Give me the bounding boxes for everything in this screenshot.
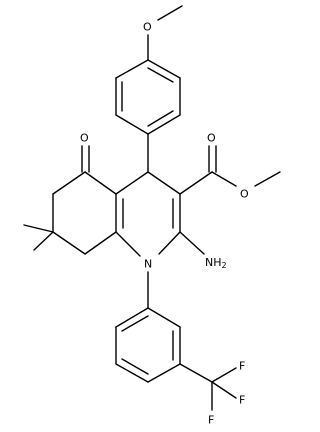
atom-ketone-oxygen: O [80,132,89,145]
bond-c8-c8a [84,231,117,255]
amine-subscript: 2 [222,261,227,270]
bond-anisole-3 [147,114,181,135]
bond-oether-methyl [254,171,281,187]
bond-cf3ph-1 [147,307,181,328]
atom-fluorine-1: F [239,360,245,373]
bond-c5-c6 [52,171,86,195]
atom-ester-ether-oxygen: O [240,188,249,201]
bond-carbonyl-oether [211,171,237,187]
bond-c7-methyl-b [33,231,54,251]
bond-cf3ph-3 [147,363,181,383]
atom-methoxy-oxygen: O [143,21,152,34]
bond-n1-c8a [115,231,141,257]
bond-cf3-f2 [211,381,237,399]
bond-c3-carbonyl [179,171,213,195]
bond-anisole-inner-2 [147,110,174,127]
atom-ester-carbonyl-oxygen: O [207,132,216,145]
bond-c4a-c5 [84,171,117,195]
structure-svg: O O O O N NH2 F F F [23,5,281,427]
atom-fluorine-2: F [239,394,245,407]
bond-aryl-cf3 [179,363,213,383]
molecule-diagram: O O O O N NH2 F F F [23,5,281,427]
bond-c4a-c4 [115,171,149,195]
bond-cf3ph-4 [115,363,149,383]
bond-cf3ph-inner-3 [121,315,149,332]
bond-anisole-6 [115,59,149,79]
bond-c7-c8 [52,231,86,255]
bond-anisole-inner-1 [147,67,174,83]
atom-amine-group: NH2 [205,256,227,270]
amine-label: NH [205,256,222,269]
bond-anisole-1 [147,59,181,79]
atom-ring-nitrogen: N [144,258,152,271]
bond-c2-n1 [158,231,181,255]
bond-methyl-o [157,5,183,21]
bond-anisole-4 [115,114,149,135]
bond-c2-nh2 [179,231,205,255]
bond-cf3-f1 [211,367,237,383]
bond-c7-methyl-a [23,224,54,233]
bond-c4-c3 [147,171,181,195]
bond-cf3ph-inner-2 [121,358,149,375]
atom-fluorine-3: F [208,414,214,427]
bond-cf3ph-6 [115,307,149,328]
